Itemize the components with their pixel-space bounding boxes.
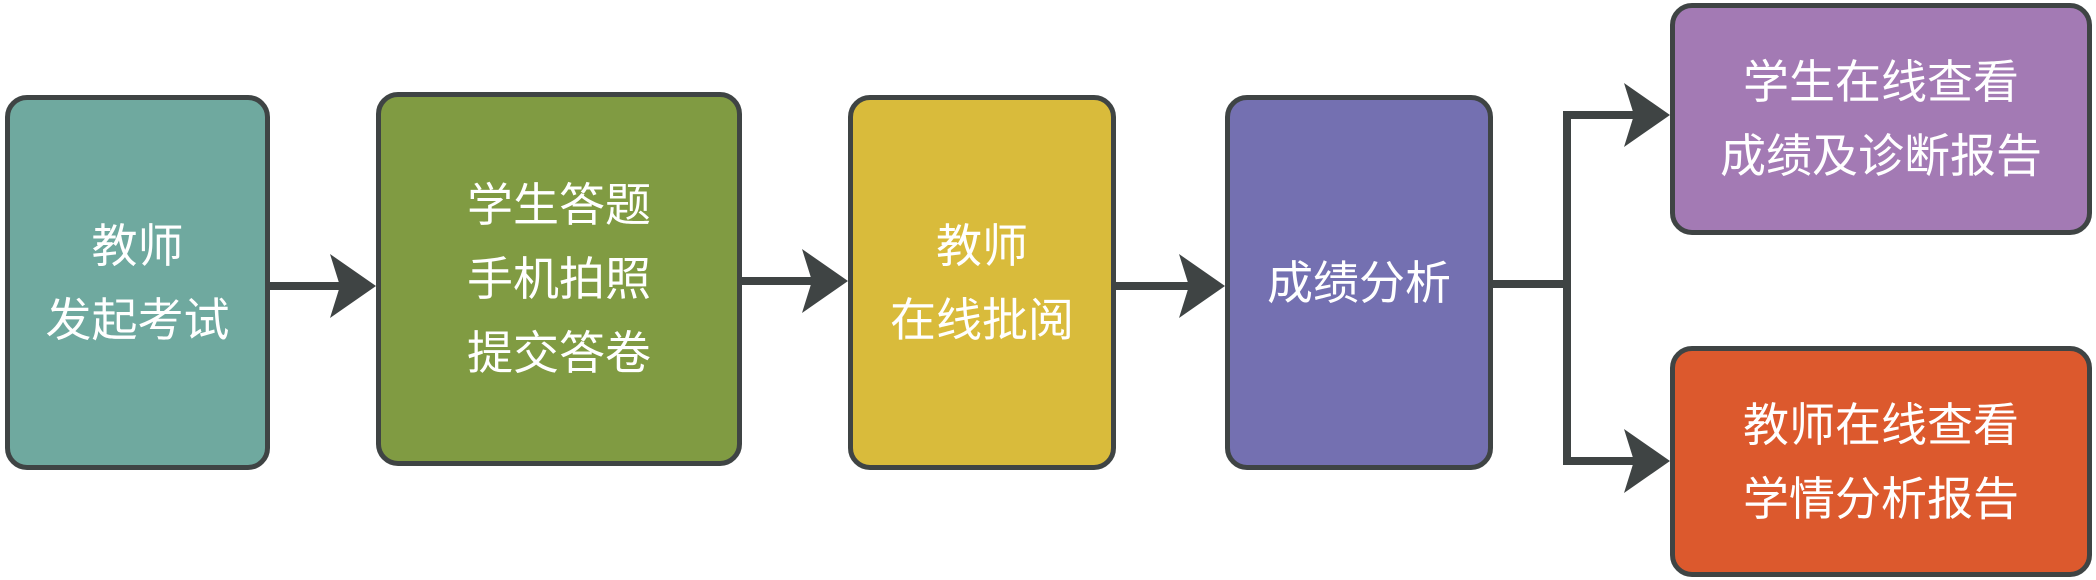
- node-label-line: 发起考试: [45, 292, 230, 347]
- node-label-line: 提交答卷: [467, 326, 651, 380]
- node-score-analysis: 成绩分析: [1225, 95, 1493, 470]
- arrowhead-answer: [330, 254, 376, 318]
- arrowhead-teacher-report: [1624, 429, 1670, 493]
- node-teacher-review: 教师在线批阅: [848, 95, 1116, 470]
- node-label-line: 教师在线查看: [1743, 397, 2019, 452]
- node-label-line: 在线批阅: [890, 292, 1074, 347]
- node-label-line: 教师: [91, 218, 184, 273]
- node-label-line: 学生在线查看: [1743, 55, 2019, 109]
- edge-to-student-report: [1563, 111, 1647, 288]
- node-label-line: 成绩分析: [1267, 255, 1451, 310]
- node-label-line: 手机拍照: [467, 252, 651, 306]
- node-label-line: 成绩及诊断报告: [1720, 129, 2042, 183]
- node-teacher-report: 教师在线查看学情分析报告: [1670, 346, 2092, 577]
- node-student-answer: 学生答题手机拍照提交答卷: [376, 92, 742, 466]
- node-teacher-launch-exam: 教师发起考试: [5, 95, 270, 470]
- node-label-line: 学情分析报告: [1743, 471, 2019, 526]
- arrowhead-analysis: [1179, 254, 1225, 318]
- arrowhead-review: [802, 249, 848, 313]
- arrowhead-student-report: [1624, 83, 1670, 147]
- node-student-report: 学生在线查看成绩及诊断报告: [1670, 3, 2092, 235]
- edge-to-teacher-report: [1563, 280, 1647, 465]
- node-label-line: 教师: [936, 218, 1028, 273]
- node-label-line: 学生答题: [467, 178, 651, 232]
